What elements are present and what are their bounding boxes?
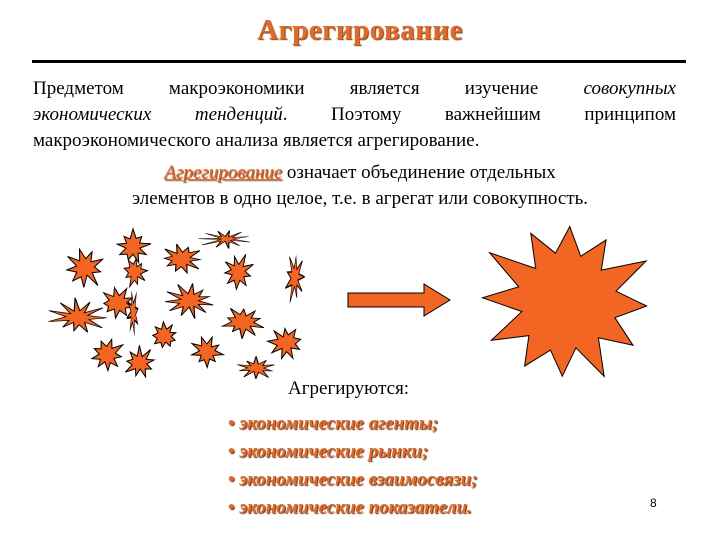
bullet-icon: • bbox=[228, 497, 235, 518]
small-star-icon bbox=[151, 320, 178, 349]
list-item: • экономические показатели. bbox=[228, 494, 478, 522]
definition-line-1: Агрегирование означает объединение отдел… bbox=[0, 160, 720, 186]
emphasis-text: экономических тенденций bbox=[33, 104, 283, 125]
small-star-icon bbox=[220, 308, 265, 339]
bullet-icon: • bbox=[228, 441, 235, 462]
small-star-icon bbox=[223, 253, 254, 291]
aggregated-items-list: • экономические агенты; • экономические … bbox=[228, 410, 478, 522]
list-item-text: экономические взаимосвязи; bbox=[239, 469, 478, 490]
small-star-icon bbox=[265, 327, 302, 361]
definition-term: Агрегирование bbox=[164, 162, 283, 183]
list-item-text: экономические показатели. bbox=[239, 497, 472, 518]
small-star-icon bbox=[123, 257, 149, 289]
small-star-icon bbox=[237, 356, 275, 379]
right-arrow-icon bbox=[347, 283, 451, 317]
small-star-icon bbox=[285, 254, 305, 303]
small-star-icon bbox=[102, 286, 134, 320]
page-title: Агрегирование bbox=[257, 14, 463, 46]
list-item-text: экономические рынки; bbox=[239, 441, 429, 462]
list-item: • экономические агенты; bbox=[228, 410, 478, 438]
page-number: 8 bbox=[650, 496, 657, 510]
list-item: • экономические рынки; bbox=[228, 438, 478, 466]
emphasis-text: совокупных bbox=[583, 78, 676, 99]
list-item: • экономические взаимосвязи; bbox=[228, 466, 478, 494]
small-star-icon bbox=[165, 283, 214, 319]
bullet-icon: • bbox=[228, 413, 235, 434]
small-star-icon bbox=[90, 337, 125, 373]
small-star-icon bbox=[126, 290, 139, 337]
definition-block: Агрегирование означает объединение отдел… bbox=[0, 160, 720, 212]
list-heading: Агрегируются: bbox=[288, 378, 410, 399]
list-item-text: экономические агенты; bbox=[239, 413, 439, 434]
bullet-icon: • bbox=[228, 469, 235, 490]
small-star-icon bbox=[198, 230, 250, 249]
definition-line-2: элементов в одно целое, т.е. в агрегат и… bbox=[131, 188, 589, 209]
paragraph-text: . Поэтому важнейшим принципом bbox=[282, 104, 676, 125]
small-star-icon bbox=[115, 227, 152, 265]
title-divider bbox=[32, 60, 686, 63]
paragraph-line-1: Предметом макроэкономики является изучен… bbox=[33, 76, 676, 102]
large-star-icon bbox=[480, 225, 648, 378]
small-star-icon bbox=[125, 345, 156, 379]
paragraph-line-3: макроэкономического анализа является агр… bbox=[33, 130, 480, 151]
definition-text: означает объединение отдельных bbox=[282, 162, 556, 183]
small-star-icon bbox=[162, 243, 203, 275]
small-star-icon bbox=[48, 297, 107, 333]
paragraph-text: Предметом макроэкономики является изучен… bbox=[33, 78, 584, 99]
paragraph-line-2: экономических тенденций. Поэтому важнейш… bbox=[33, 102, 676, 128]
small-star-icon bbox=[189, 335, 226, 369]
small-star-icon bbox=[65, 247, 105, 288]
intro-paragraph: Предметом макроэкономики является изучен… bbox=[33, 76, 676, 154]
